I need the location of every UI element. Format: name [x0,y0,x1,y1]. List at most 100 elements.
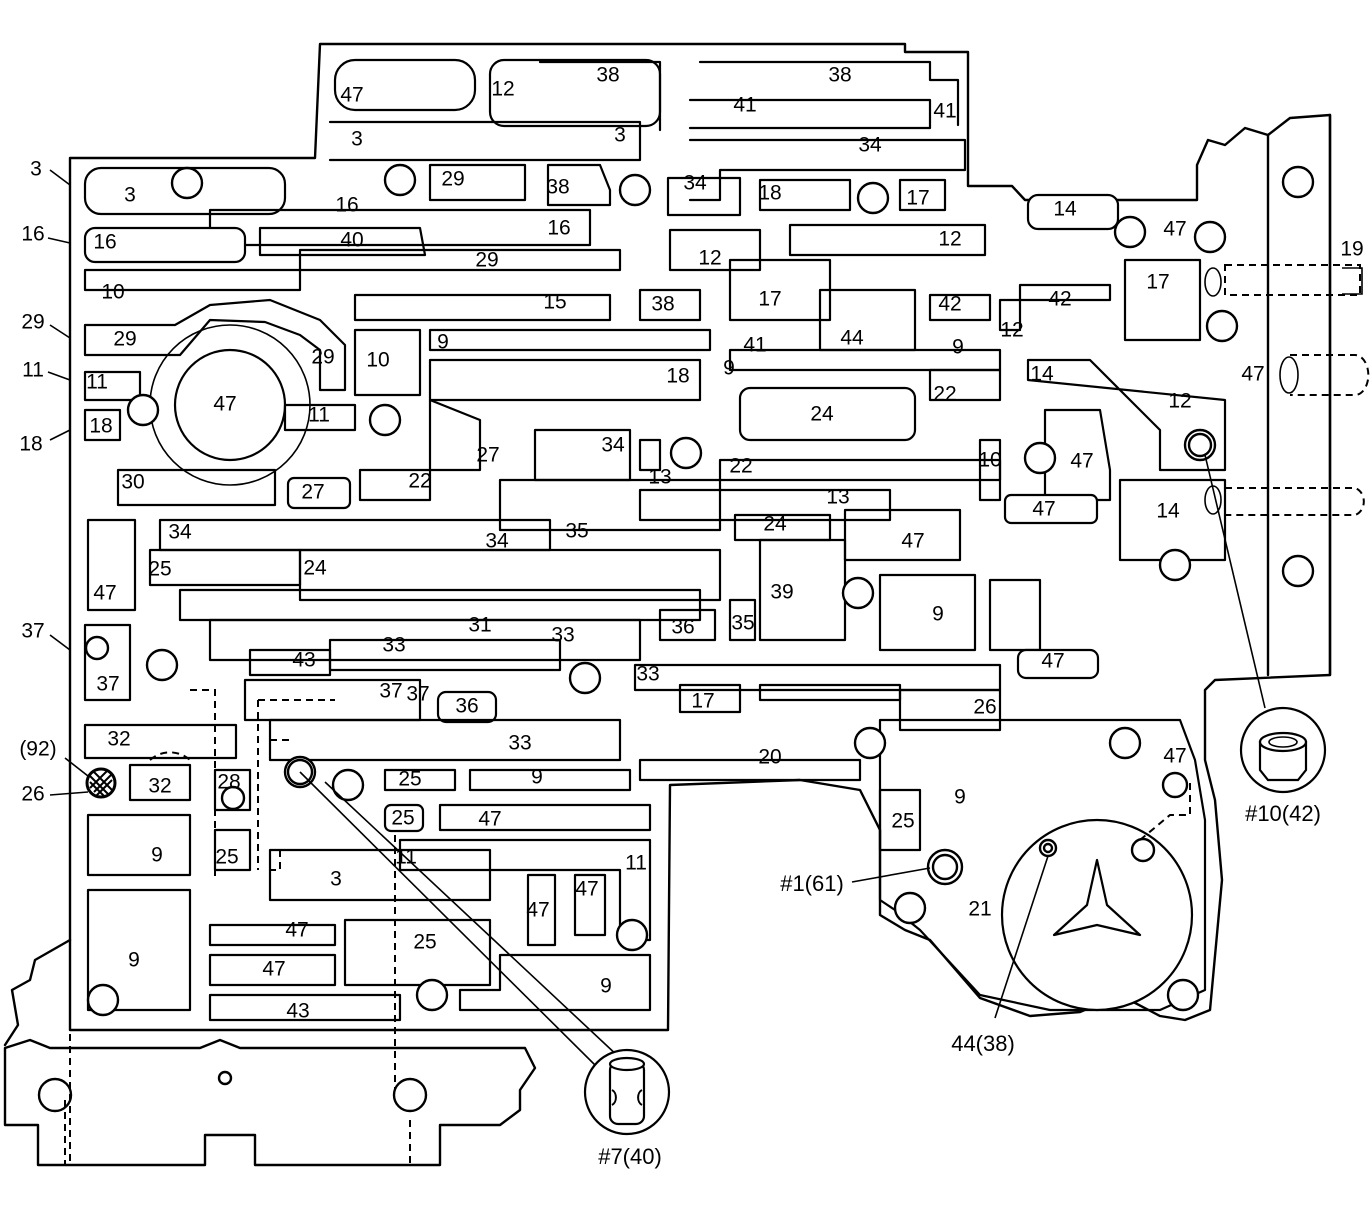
passage-label: 3 [330,868,342,891]
passage-label: 47 [1070,450,1093,473]
passage-label: 24 [763,513,787,536]
passage-label: 22 [408,470,431,493]
passage-label: 33 [382,634,405,657]
passage-label: 12 [1168,390,1191,413]
side-label: 26 [21,783,44,806]
passage-label: 11 [308,404,330,427]
passage-label: 29 [441,168,464,191]
side-label: 29 [21,311,44,334]
passage-label: 9 [952,336,964,359]
passage-label: 47 [901,530,924,553]
filter-screen [85,767,117,799]
passage-label: 16 [335,194,358,217]
passage-label: 36 [671,616,694,639]
passage-label: 9 [954,786,966,809]
passage-label: 29 [113,328,136,351]
passage-label: 25 [891,810,914,833]
orifice-44-label: 44(38) [951,1031,1015,1056]
side-label: 16 [21,223,44,246]
passage-label: 26 [973,696,996,719]
passage-label: 25 [148,558,171,581]
passage-label: 41 [743,334,766,357]
passage-label: 25 [398,768,421,791]
passage-label: 21 [968,898,991,921]
passage-label: 35 [731,612,754,635]
passage-label: 25 [413,931,436,954]
passage-label: 22 [933,383,956,406]
passage-label: 47 [285,919,308,942]
passage-label: 39 [770,581,793,604]
passage-label: 28 [217,771,240,794]
passage-label: 13 [648,466,671,489]
passage-label: 13 [826,486,849,509]
check-ball-1-label: #1(61) [780,871,844,896]
passage-label: 9 [437,331,449,354]
passage-label: 29 [311,346,334,369]
passage-label: 14 [1053,198,1077,221]
passage-label: 38 [596,64,619,87]
passage-label: 14 [1156,500,1180,523]
left-torn-edge [3,938,72,1047]
passage-label: 38 [651,293,674,316]
passage-label: 17 [1146,271,1169,294]
passage-label: 43 [292,649,315,672]
passage-label: 34 [858,134,882,157]
passage-label: 43 [286,1000,309,1023]
passage-label: 24 [303,557,327,580]
passage-label: 30 [121,471,144,494]
passage-label: 42 [1048,288,1071,311]
side-label: 11 [22,359,44,382]
part-10-check-valve-illustration [1239,706,1327,794]
passage-label: 47 [478,808,501,831]
passage-label: 18 [666,365,689,388]
passage-label: 16 [93,231,116,254]
passage-label: 25 [215,846,238,869]
side-label: 3 [30,158,42,181]
passage-label: 47 [93,582,116,605]
side-label: 37 [21,620,44,643]
passage-label: 47 [1163,745,1186,768]
passage-label: 3 [351,128,363,151]
lower-rail [3,1038,537,1167]
passage-label: 22 [729,455,752,478]
right-plate-edge [1266,113,1332,677]
passage-label: 47 [1241,363,1264,386]
side-label: (92) [19,738,56,761]
passage-label: 47 [1032,498,1055,521]
passage-label: 38 [828,64,851,87]
passage-label: 12 [938,228,961,251]
passage-label: 37 [379,680,402,703]
passage-label: 34 [485,530,509,553]
passage-label: 9 [723,357,735,380]
passage-label: 14 [1030,363,1054,386]
side-label: 18 [19,433,42,456]
passage-label: 9 [151,844,163,867]
passage-label: 27 [476,444,499,467]
passage-label: 33 [551,624,574,647]
passage-label: 34 [168,521,192,544]
passage-label: 47 [213,393,236,416]
passage-label: 11 [395,846,417,869]
passage-label: 20 [758,746,781,769]
passage-label: 47 [1163,218,1186,241]
passage-label: 47 [262,958,285,981]
passage-label: 31 [468,614,491,637]
passage-label: 35 [565,520,588,543]
passage-label: 41 [733,94,756,117]
passage-label: 10 [101,281,124,304]
passage-label: 10 [978,449,1001,472]
passage-label: 38 [546,176,569,199]
check-ball-10-seat [1187,432,1213,458]
passage-label: 3 [124,184,136,207]
passage-label: 36 [455,695,478,718]
check-ball-1-seat [931,853,959,881]
passage-label: 27 [301,481,324,504]
passage-group [83,58,1227,1022]
passage-label: 41 [933,100,956,123]
passage-label: 37 [96,673,119,696]
passage-label: 25 [391,807,414,830]
passage-label: 16 [547,217,570,240]
passage-label: 47 [526,899,549,922]
part-7-sleeve-illustration [583,1048,671,1136]
